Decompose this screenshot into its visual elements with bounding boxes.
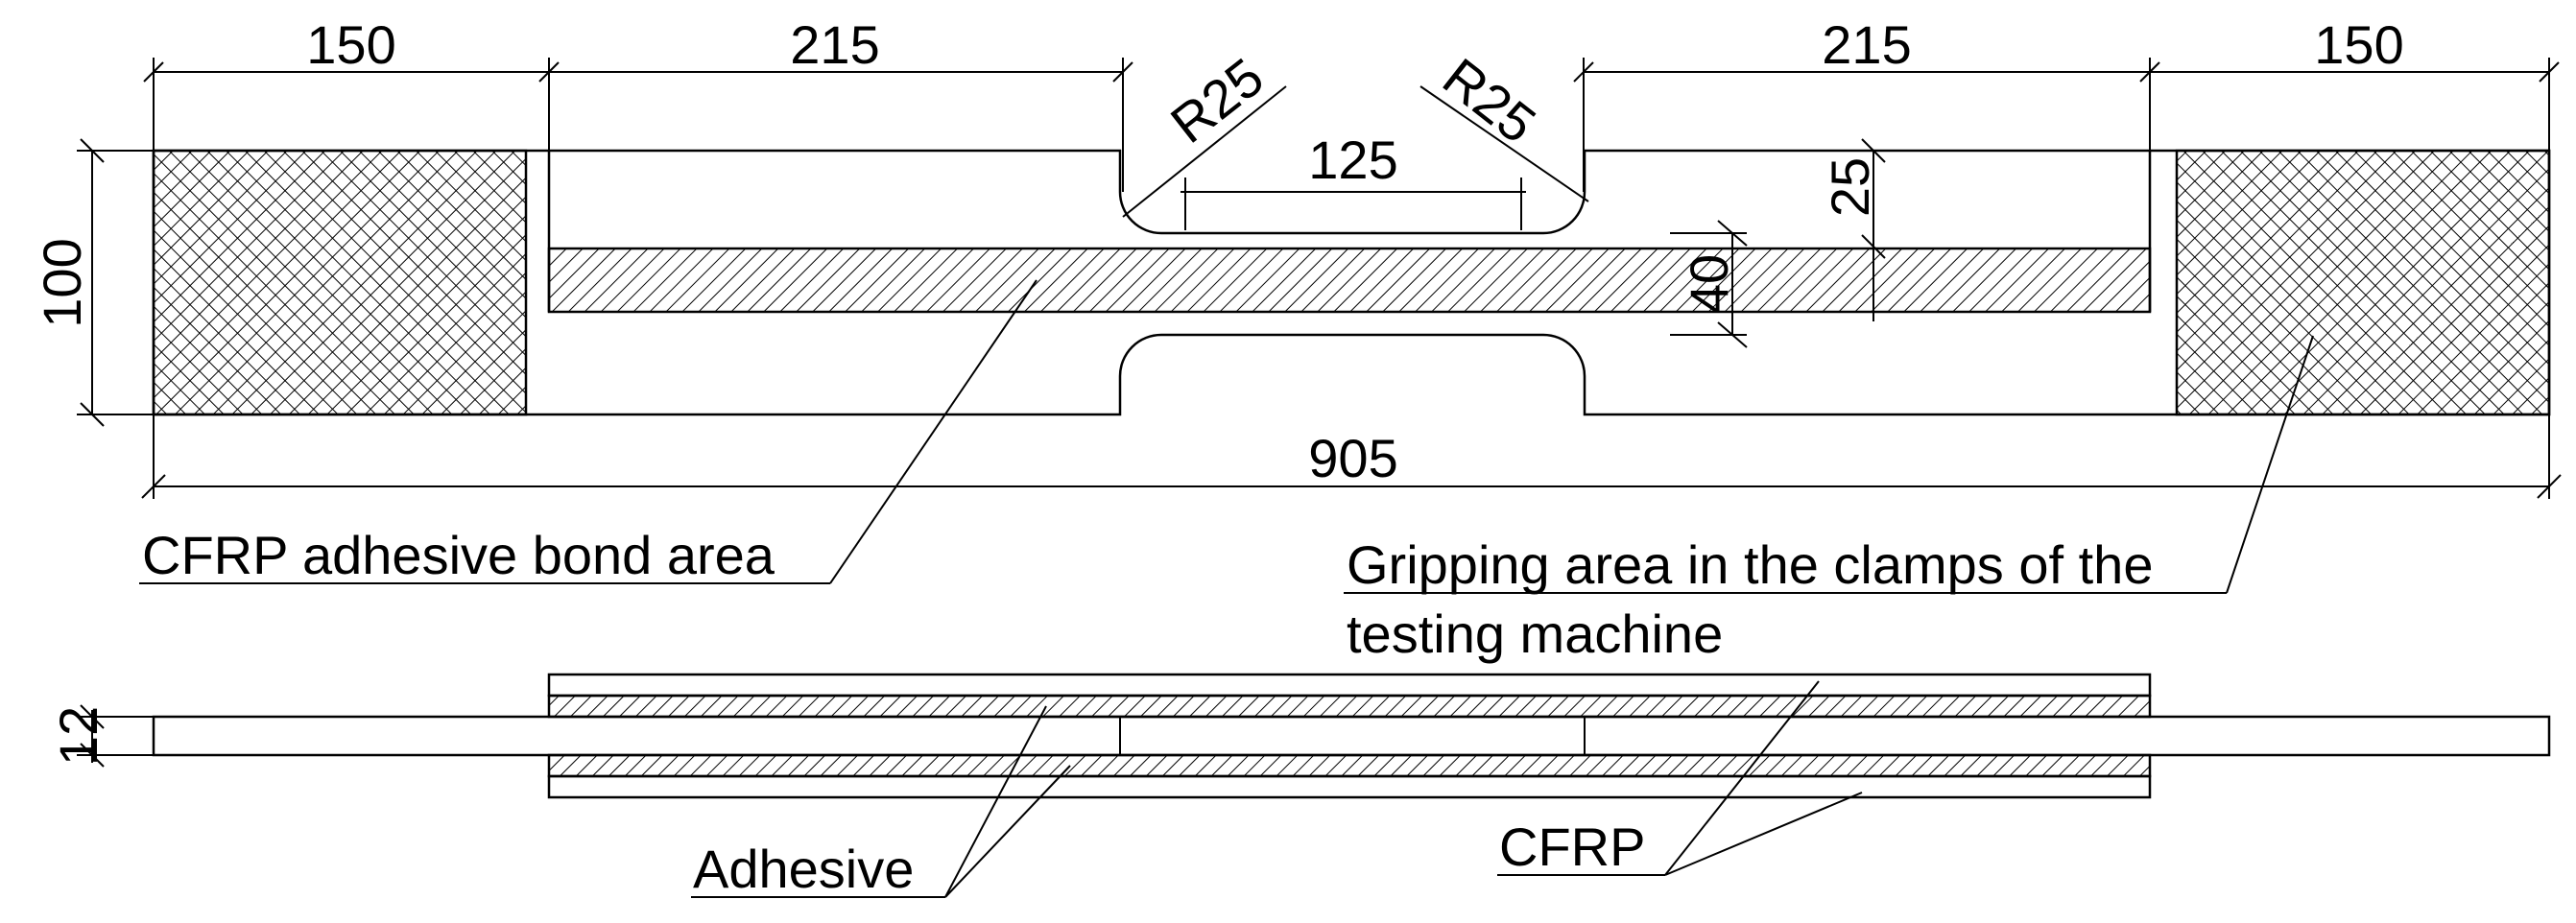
adhesive-top-layer [547,694,2152,719]
label-bond-area: CFRP adhesive bond area [142,525,775,585]
gauge-width-dimension [1670,220,1748,348]
adhesive-leader-1 [944,705,1047,898]
notch-depth-dimension [1861,138,1886,321]
grip-area-right [2175,149,2551,416]
side-view [152,673,2551,799]
label-grip-area-line2: testing machine [1347,604,1723,664]
cfrp-bottom-layer [547,774,2152,799]
dim-grip-left: 150 [306,14,395,75]
radius-leader-left [1122,85,1287,218]
cfrp-top-layer [547,673,2152,698]
cfrp-leader-2 [1664,792,1863,876]
dim-transition-left: 215 [790,14,879,75]
gauge-length-dimension [1181,178,1526,230]
dim-specimen-width: 100 [32,238,92,327]
dim-thickness: 12 [48,706,108,766]
cfrp-leader-1 [1664,680,1820,876]
dim-grip-right: 150 [2314,14,2403,75]
label-adhesive: Adhesive [693,839,914,899]
top-dimension-chain [143,58,2560,192]
thickness-dimension [77,704,154,768]
radius-leader-right [1419,85,1589,202]
adhesive-bottom-layer [547,753,2152,778]
grip-area-left [152,149,528,416]
grip-area-leader [2226,335,2314,594]
specimen-width-dimension [77,138,154,427]
dim-radius-left: R25 [1159,46,1275,154]
label-grip-area-line1: Gripping area in the clamps of the [1347,534,2153,595]
dim-radius-right: R25 [1432,46,1547,154]
total-length-dimension [141,414,2562,499]
steel-plate-side [152,715,2551,757]
dim-gauge-width: 40 [1679,254,1739,314]
label-cfrp: CFRP [1499,816,1645,877]
dim-transition-right: 215 [1822,14,1911,75]
dim-gauge-length: 125 [1308,130,1397,190]
bond-area-leader [829,279,1038,584]
dim-notch-depth: 25 [1820,157,1880,217]
adhesive-leader-2 [944,765,1071,898]
cfrp-bond-strip [547,247,2152,314]
dim-total-length: 905 [1308,428,1397,488]
